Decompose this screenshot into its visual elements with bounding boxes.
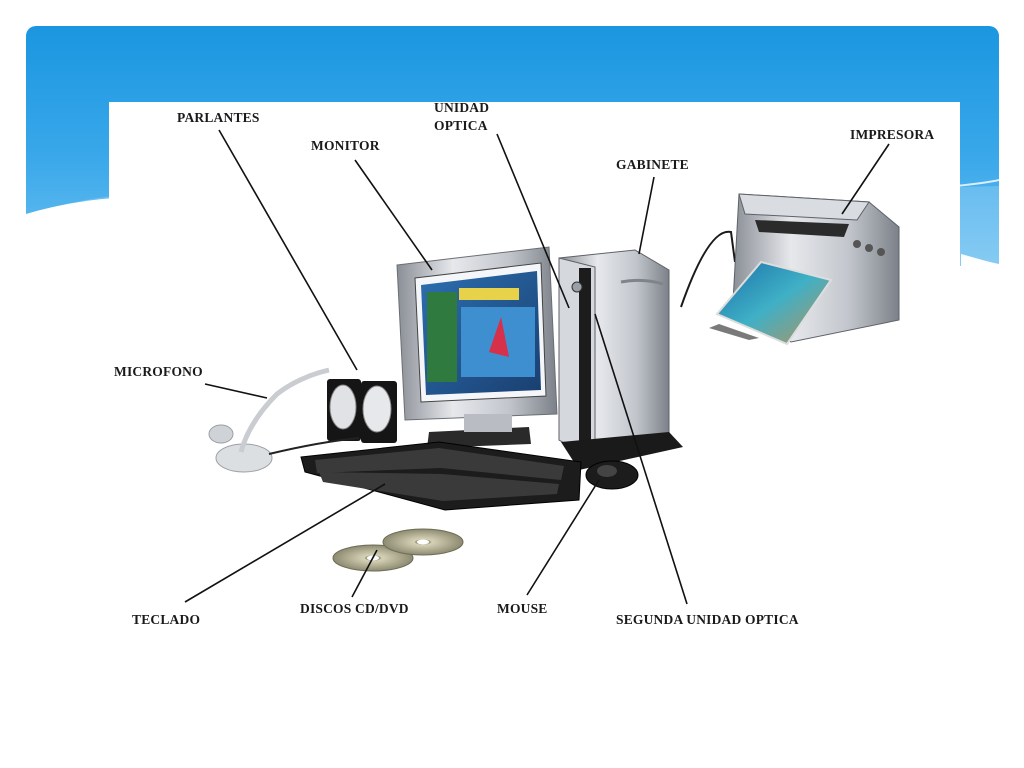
leader-gabinete	[638, 176, 655, 255]
mouse-illustration	[585, 460, 639, 490]
leader-unidad-optica	[496, 133, 570, 309]
leader-segunda-unidad	[594, 313, 688, 605]
leader-teclado	[184, 483, 386, 603]
label-discos-cd-dvd: DISCOS CD/DVD	[300, 601, 409, 616]
label-impresora: IMPRESORA	[850, 127, 934, 142]
leader-lines	[184, 129, 890, 605]
leader-mouse	[526, 479, 600, 596]
keyboard-illustration	[300, 441, 582, 511]
microphone-illustration	[208, 367, 360, 473]
label-teclado: TECLADO	[132, 612, 200, 627]
leader-monitor	[354, 159, 433, 271]
diagram-illustration: PARLANTES UNIDAD OPTICA MONITOR GABINETE…	[114, 102, 934, 627]
leader-parlantes	[218, 129, 358, 371]
computer-parts-diagram: PARLANTES UNIDAD OPTICA MONITOR GABINETE…	[109, 102, 960, 634]
leader-impresora	[841, 143, 890, 215]
leader-discos	[351, 549, 378, 598]
label-parlantes: PARLANTES	[177, 110, 260, 125]
label-unidad-optica-line2: OPTICA	[434, 118, 488, 133]
label-unidad-optica-line1: UNIDAD	[434, 102, 489, 115]
monitor-illustration	[396, 246, 558, 448]
speakers-illustration	[327, 379, 397, 443]
label-mouse: MOUSE	[497, 601, 548, 616]
label-microfono: MICROFONO	[114, 364, 203, 379]
label-gabinete: GABINETE	[616, 157, 689, 172]
label-segunda-unidad-optica: SEGUNDA UNIDAD OPTICA	[616, 612, 799, 627]
leader-microfono	[204, 383, 268, 399]
tower-illustration	[558, 249, 683, 470]
label-monitor: MONITOR	[311, 138, 380, 153]
printer-illustration	[680, 193, 900, 346]
cd-dvd-discs-illustration	[332, 528, 464, 572]
